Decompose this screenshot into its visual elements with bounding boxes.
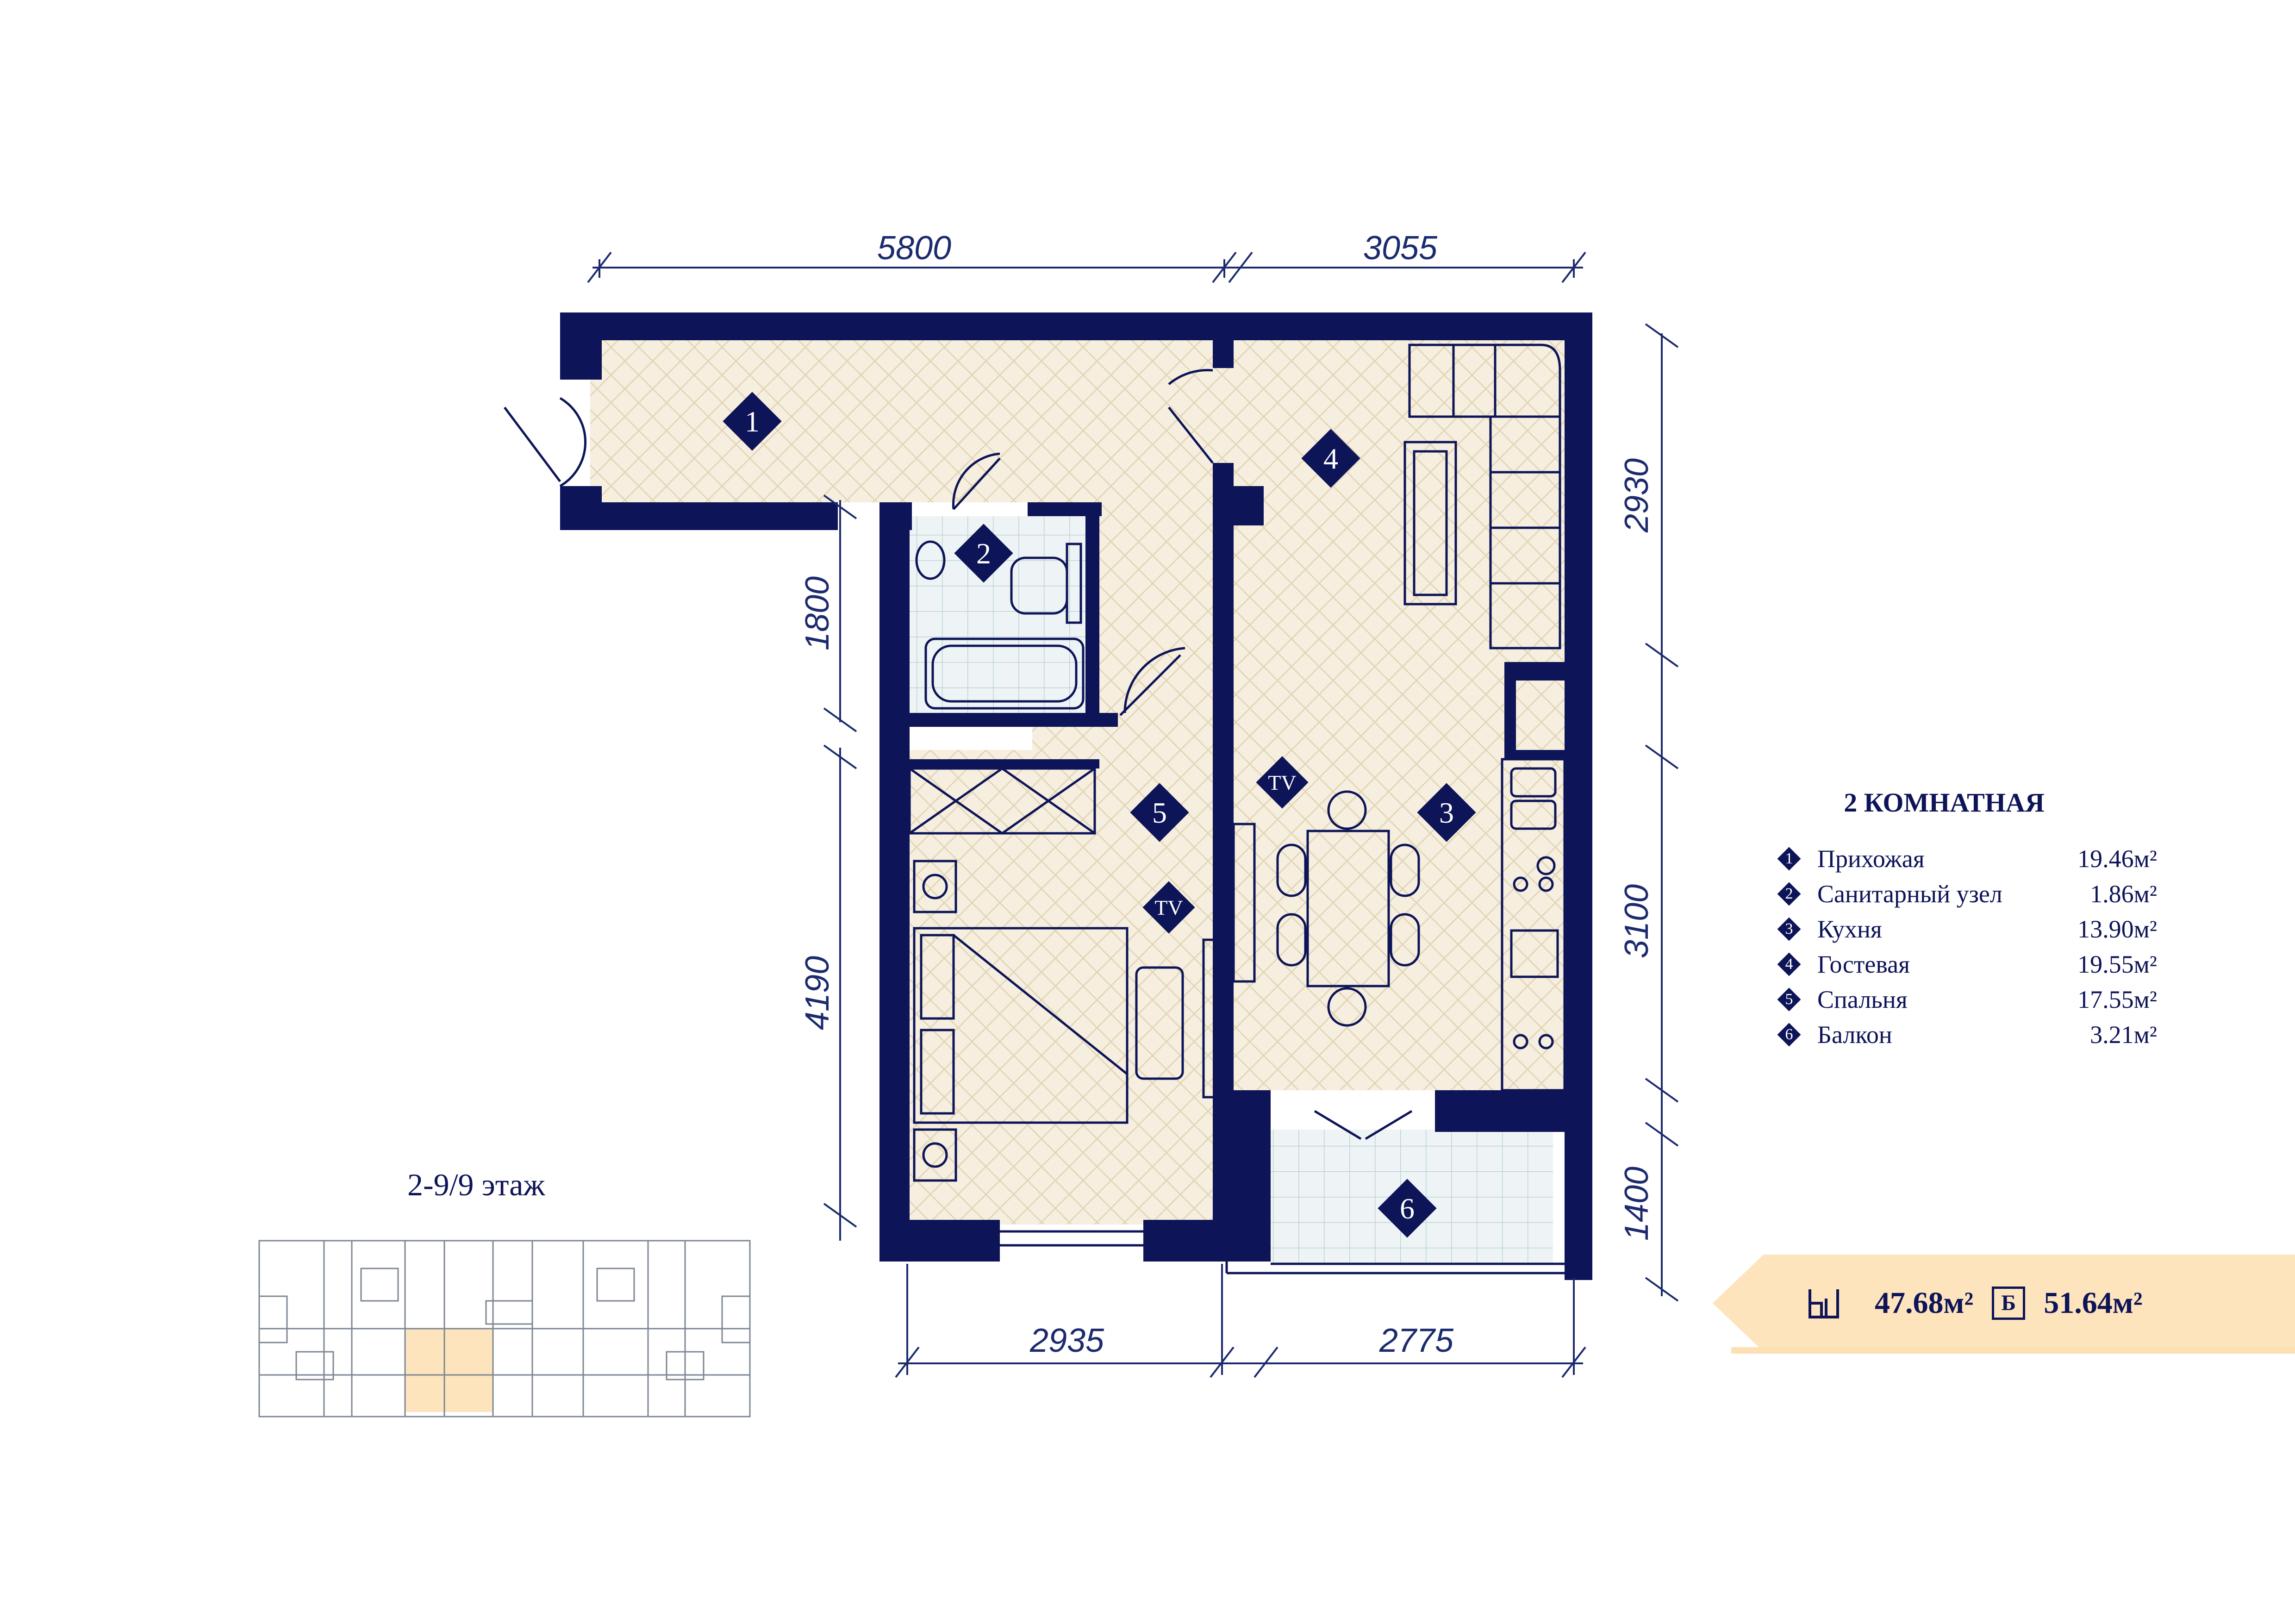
room-number-badge: 3 (1777, 917, 1801, 941)
room-tag-1: 1 (723, 392, 782, 451)
room-name: Прихожая (1817, 845, 1925, 873)
tv-stand-living (1232, 823, 1256, 983)
furniture (908, 344, 1566, 1182)
floor-areas (590, 340, 1574, 1264)
room-number-badge: 6 (1777, 1023, 1801, 1047)
bed (913, 860, 1184, 1182)
room-tag-2: 2 (954, 524, 1013, 583)
bathroom-fixtures (915, 540, 1085, 710)
svg-text:5: 5 (1152, 796, 1167, 829)
room-name: Балкон (1817, 1021, 1892, 1049)
dimension-lines (587, 251, 1679, 1378)
room-tag-5: 5 (1130, 783, 1189, 842)
tv-tag-bedroom: TV (1142, 881, 1195, 934)
dimension-labels: 5800 3055 2930 3100 1400 1800 4190 2935 … (799, 230, 1655, 1359)
svg-text:2: 2 (976, 537, 991, 570)
dim-right-lower: 1400 (1618, 1167, 1655, 1241)
room-area: 13.90м² (2077, 915, 2157, 943)
dim-bottom-right: 2775 (1379, 1322, 1454, 1359)
dim-bottom-left: 2935 (1029, 1322, 1104, 1359)
svg-text:TV: TV (1268, 771, 1296, 794)
room-area: 19.55м² (2077, 950, 2157, 978)
room-number-badge: 1 (1777, 847, 1801, 871)
dim-right-upper: 2930 (1618, 458, 1655, 533)
svg-text:6: 6 (1400, 1192, 1415, 1225)
legend-row: 6 Балкон 3.21м² (1777, 1017, 2157, 1052)
total-area-badge: Б (1992, 1287, 2026, 1320)
room-name: Санитарный узел (1817, 880, 2002, 908)
room-tag-6: 6 (1378, 1179, 1437, 1238)
room-area: 19.46м² (2077, 845, 2157, 873)
bedroom-floor (910, 750, 1234, 1224)
room-number-badge: 2 (1777, 882, 1801, 906)
building-key-plan (258, 1240, 751, 1418)
dim-left-upper: 1800 (799, 576, 836, 650)
room-area: 1.86м² (2090, 880, 2157, 908)
area-summary-banner: 47.68м² Б 51.64м² (1713, 1255, 2295, 1354)
total-area-value: 51.64м² (2044, 1286, 2143, 1320)
windows (1000, 1230, 1565, 1274)
legend-row: 5 Спальня 17.55м² (1777, 982, 2157, 1017)
legend-title: 2 КОМНАТНАЯ (1844, 787, 2045, 818)
svg-text:TV: TV (1154, 896, 1183, 919)
wardrobe (908, 767, 1096, 835)
apartment-highlight (405, 1329, 493, 1412)
room-tags: 1 2 3 4 5 6 TV TV (723, 392, 1476, 1238)
kitchen-counter (1501, 758, 1566, 1092)
floor-label: 2-9/9 этаж (407, 1167, 545, 1202)
svg-text:4: 4 (1323, 442, 1338, 475)
room-tag-4: 4 (1301, 429, 1360, 488)
living-area-value: 47.68м² (1875, 1286, 1974, 1320)
dim-top-left: 5800 (877, 230, 951, 267)
room-name: Гостевая (1817, 950, 1910, 978)
room-number-badge: 5 (1777, 987, 1801, 1012)
svg-text:1: 1 (745, 405, 760, 438)
tv-stand-bedroom (1202, 938, 1223, 1099)
legend-row: 2 Санитарный узел 1.86м² (1777, 876, 2157, 912)
room-area: 3.21м² (2090, 1021, 2157, 1049)
room-tag-3: 3 (1417, 783, 1476, 842)
coffee-table (1403, 441, 1457, 606)
svg-text:3: 3 (1439, 796, 1454, 829)
walls[interactable] (560, 312, 1592, 1280)
sofa (1408, 344, 1561, 650)
legend-row: 4 Гостевая 19.55м² (1777, 947, 2157, 982)
doors[interactable] (504, 369, 1413, 1140)
room-name: Спальня (1817, 986, 1908, 1013)
legend-row: 1 Прихожая 19.46м² (1777, 841, 2157, 876)
dining-table (1276, 790, 1420, 1027)
room-legend: 2 КОМНАТНАЯ 1 Прихожая 19.46м² 2 Санитарный… (1777, 787, 2157, 1052)
room-name: Кухня (1817, 915, 1882, 943)
floor-plan-icon (1809, 1289, 1839, 1318)
hall-floor (590, 340, 1234, 502)
tv-tag-living: TV (1256, 756, 1309, 809)
dim-top-right: 3055 (1363, 230, 1438, 267)
dim-left-lower: 4190 (799, 956, 836, 1030)
dim-right-middle: 3100 (1618, 884, 1655, 958)
legend-row: 3 Кухня 13.90м² (1777, 912, 2157, 947)
room-area: 17.55м² (2077, 986, 2157, 1013)
room-number-badge: 4 (1777, 952, 1801, 976)
